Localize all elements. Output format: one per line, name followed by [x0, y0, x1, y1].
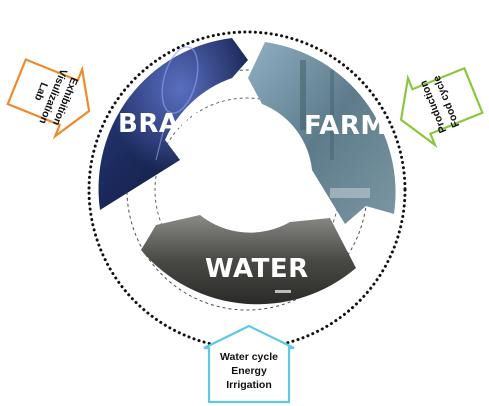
farm-label: FARM: [304, 111, 387, 141]
water-cycle-callout-arrow: Water cycle Energy Irrigation: [203, 324, 295, 404]
water-label: WATER: [205, 254, 309, 284]
water-cycle-callout-line-1: Water cycle: [220, 351, 278, 363]
production-callout-arrow: Production Food cycle: [399, 66, 484, 149]
exhibition-callout-arrow: Exhibition Visulization Lab: [6, 58, 91, 140]
farm-segment: [248, 42, 396, 224]
brain-segment: [98, 38, 248, 210]
water-cycle-callout-line-2: Energy: [231, 365, 267, 377]
water-segment: [141, 215, 356, 305]
water-cycle-callout-line-3: Irrigation: [226, 379, 272, 391]
center-hub: [187, 110, 307, 230]
brain-label: BRAIN: [118, 109, 212, 139]
